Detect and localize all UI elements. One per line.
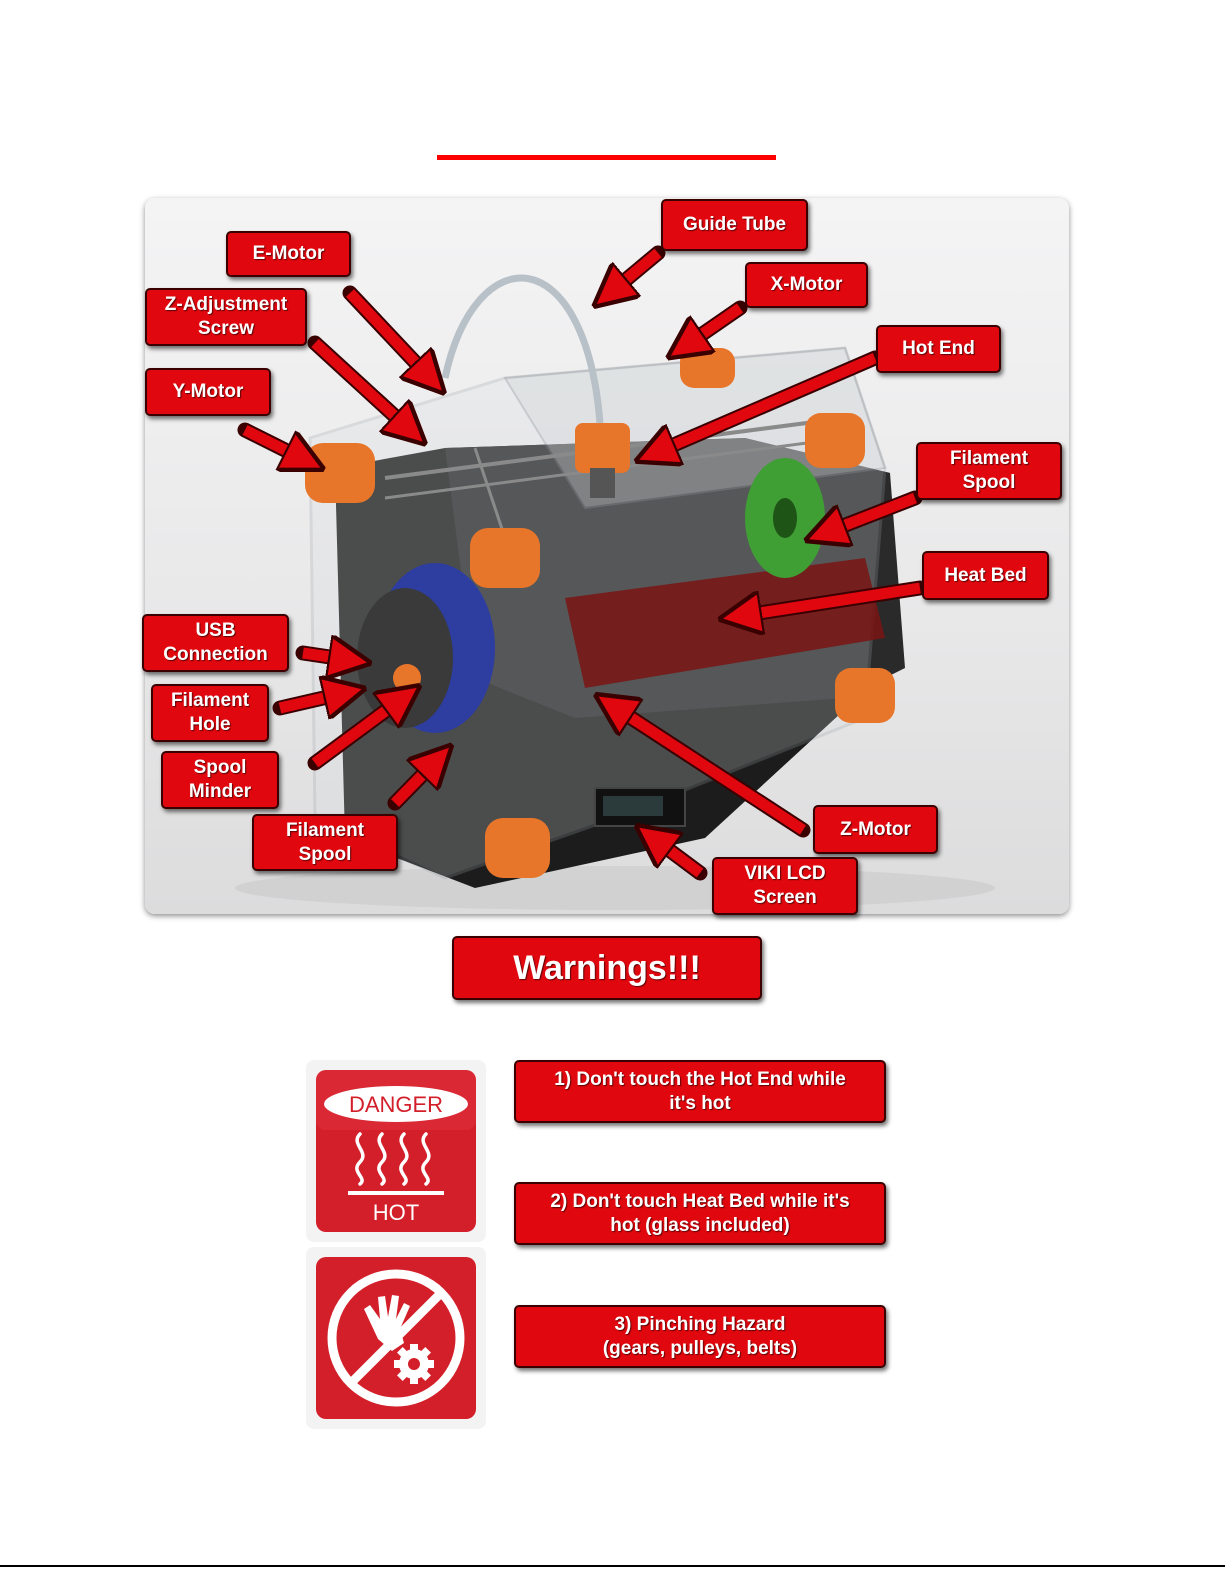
hand-icon — [364, 1295, 410, 1351]
label-guide-tube: Guide Tube — [661, 199, 808, 251]
label-z-motor: Z-Motor — [813, 805, 938, 854]
label-hot-end: Hot End — [876, 325, 1001, 373]
label-filament-hole: Filament Hole — [151, 684, 269, 742]
danger-sign-header: DANGER — [349, 1092, 443, 1117]
gear-icon — [394, 1344, 434, 1384]
warning-item-1: 1) Don't touch the Hot End while it's ho… — [514, 1060, 886, 1123]
heat-waves-icon — [355, 1132, 431, 1186]
label-filament-spool-bottom: Filament Spool — [252, 814, 398, 871]
danger-sign-footer: HOT — [373, 1200, 419, 1225]
label-viki-lcd-screen: VIKI LCD Screen — [712, 857, 858, 915]
printer-photo — [145, 198, 1069, 914]
warning-item-3: 3) Pinching Hazard (gears, pulleys, belt… — [514, 1305, 886, 1368]
pinch-hazard-sign — [306, 1247, 486, 1429]
label-heat-bed: Heat Bed — [922, 551, 1049, 600]
label-z-adjustment-screw: Z-Adjustment Screw — [145, 288, 307, 346]
warnings-title: Warnings!!! — [452, 936, 762, 1000]
printer-illustration — [235, 245, 995, 910]
label-spool-minder: Spool Minder — [161, 751, 279, 809]
label-usb-connection: USB Connection — [142, 614, 289, 672]
page-bottom-rule — [0, 1565, 1225, 1567]
warning-item-2: 2) Don't touch Heat Bed while it's hot (… — [514, 1182, 886, 1245]
title-underline — [437, 155, 776, 160]
label-e-motor: E-Motor — [226, 231, 351, 277]
label-filament-spool-right: Filament Spool — [916, 442, 1062, 500]
label-x-motor: X-Motor — [745, 262, 868, 308]
label-y-motor: Y-Motor — [145, 368, 271, 416]
danger-hot-sign: DANGER HOT — [306, 1060, 486, 1242]
